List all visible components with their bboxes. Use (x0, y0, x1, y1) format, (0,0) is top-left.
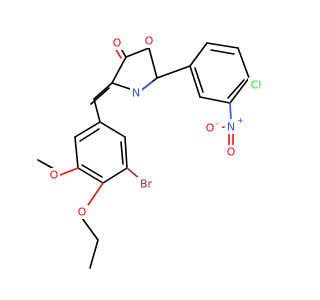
benzene-bond (74, 121, 101, 138)
ring-oxygen-label: O (145, 35, 154, 48)
nitro-oxygen-charged: O - (204, 119, 222, 135)
methoxy-bond (59, 167, 79, 176)
exocyclic-bond (93, 82, 113, 100)
bromine-atom: Br (137, 177, 155, 191)
nitro-oxygen-double-label: O (227, 146, 236, 159)
methoxy-oxygen-label: O (50, 169, 59, 182)
ethoxy-bond (89, 239, 99, 269)
benzene-inner (81, 164, 103, 178)
atom-labels: O O N Cl N + O - O B (48, 34, 264, 219)
benzene-inner (120, 141, 124, 165)
methoxy-oxygen: O (48, 168, 60, 182)
benzene-inner (210, 49, 235, 55)
nitro-bond (229, 102, 232, 121)
chlorine-atom: Cl (248, 78, 264, 92)
bonds (37, 42, 251, 269)
benzene-inner (79, 128, 100, 142)
nitro-oxygen-double: O (225, 145, 237, 159)
nitro-oxygen-charged-label: O (206, 122, 215, 135)
ring-bond (148, 47, 158, 79)
benzene-inner (227, 79, 245, 99)
benzene-bond (229, 77, 250, 104)
benzene-bond (237, 47, 250, 79)
ethoxy-oxygen: O (76, 205, 88, 219)
nitro-nitrogen-label: N (227, 121, 235, 134)
benzene-bond (99, 121, 126, 138)
nitro-nitrogen: N + (225, 116, 244, 134)
carbonyl-oxygen: O (111, 36, 123, 50)
methoxy-bond (37, 159, 55, 170)
benzene-bond (199, 96, 231, 104)
ring-bond (111, 56, 127, 84)
ring-nitrogen-label: N (132, 87, 140, 100)
benzene-inner (194, 67, 204, 93)
chlorine-label: Cl (251, 79, 262, 92)
ring-bond (125, 47, 150, 58)
ethoxy-oxygen-label: O (78, 206, 87, 219)
benzene-bond (189, 42, 208, 67)
carbonyl-oxygen-label: O (113, 37, 122, 50)
ring-oxygen: O (143, 34, 155, 48)
molecule-structure: O O N Cl N + O - O B (37, 34, 264, 269)
nitro-oxygen-charge: - (216, 119, 219, 128)
benzene-bond (77, 167, 104, 184)
exocyclic-bond (90, 87, 110, 105)
benzene-bond (102, 167, 128, 184)
benzene-bond (124, 136, 128, 169)
nitro-nitrogen-charge: + (237, 116, 244, 125)
benzene-bond (206, 42, 239, 49)
link-bond (156, 65, 191, 79)
ethoxy-bond (81, 217, 99, 241)
bromine-label: Br (140, 178, 153, 191)
ethoxy-bond (87, 182, 104, 206)
ring-nitrogen: N (130, 86, 142, 100)
benzene-bond (74, 136, 79, 169)
benzene-bond (189, 65, 201, 98)
exocyclic-bond (93, 98, 101, 123)
